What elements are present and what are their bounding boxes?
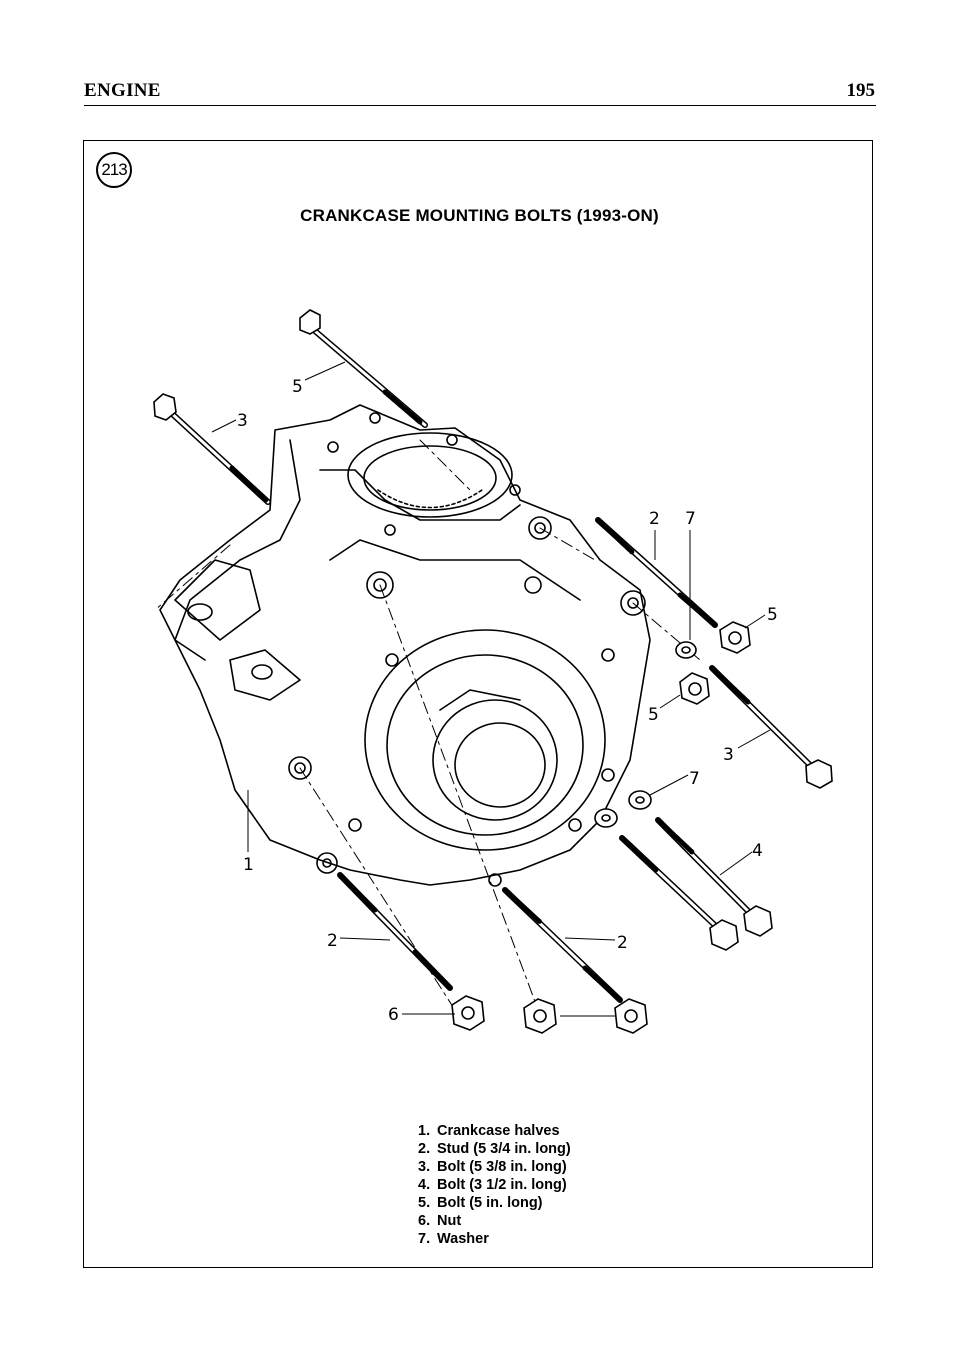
callout-5-middle: 5: [648, 705, 659, 725]
callout-2-top: 2: [649, 509, 660, 529]
legend-item: 3.Bolt (5 3/8 in. long): [418, 1159, 567, 1175]
callout-2-bottom-left: 2: [327, 931, 338, 951]
callout-3-right: 3: [723, 745, 734, 765]
figure-title: CRANKCASE MOUNTING BOLTS (1993-ON): [300, 206, 659, 225]
legend-item: 2.Stud (5 3/4 in. long): [418, 1141, 571, 1157]
callout-7-lower: 7: [689, 769, 700, 789]
crankcase-exploded-drawing: 5 3 2 7 5 5 3 7 4 1 2 2 6: [153, 309, 833, 1034]
callout-3-left: 3: [237, 411, 248, 431]
legend-item: 6.Nut: [418, 1213, 462, 1229]
legend-item: 5.Bolt (5 in. long): [418, 1195, 543, 1211]
legend-item: 7.Washer: [418, 1231, 489, 1247]
callout-5-right: 5: [767, 605, 778, 625]
callout-labels: 5 3 2 7 5 5 3 7 4 1 2 2 6: [237, 377, 778, 1025]
legend-item: 1.Crankcase halves: [418, 1123, 560, 1139]
callout-7-top: 7: [685, 509, 696, 529]
figure-frame: [83, 140, 873, 1268]
page-number: 195: [846, 80, 876, 101]
crankcase-outline: [159, 404, 651, 886]
section-title: ENGINE: [84, 80, 161, 101]
figure-number-badge: 213: [96, 152, 132, 188]
callout-5-top: 5: [292, 377, 303, 397]
callout-4: 4: [752, 841, 763, 861]
callout-6: 6: [388, 1005, 399, 1025]
parts-legend: 1.Crankcase halves 2.Stud (5 3/4 in. lon…: [418, 1122, 571, 1248]
callout-2-bottom-right: 2: [617, 933, 628, 953]
legend-item: 4.Bolt (3 1/2 in. long): [418, 1177, 567, 1193]
callout-1: 1: [243, 855, 254, 875]
header-rule: [84, 105, 876, 106]
